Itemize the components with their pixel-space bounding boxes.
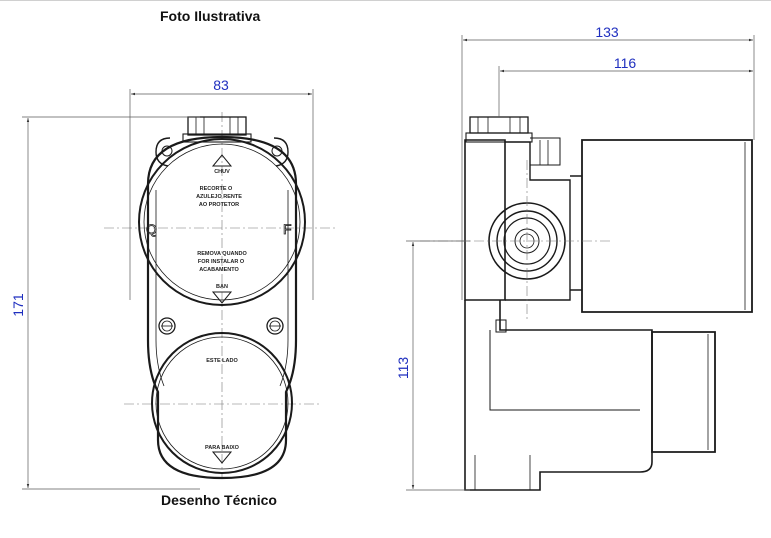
lower-cap-bottom-label: PARA BAIXO bbox=[205, 445, 240, 451]
down-arrow-icon bbox=[211, 291, 233, 304]
up-arrow-icon bbox=[211, 154, 233, 167]
top-nut bbox=[182, 116, 252, 143]
side-body bbox=[464, 139, 506, 301]
front-width-value: 83 bbox=[213, 77, 229, 93]
front-height-dimension: 171 bbox=[10, 116, 200, 490]
right-screw bbox=[266, 317, 284, 335]
side-body-width-value: 116 bbox=[614, 55, 637, 71]
cap-text-line4: REMOVA QUANDO bbox=[197, 251, 247, 257]
side-total-width-dimension: 133 bbox=[461, 24, 755, 300]
side-upper-cartridge bbox=[581, 139, 753, 313]
side-lower-cartridge bbox=[651, 331, 716, 453]
cap-text-line3: AO PROTETOR bbox=[199, 202, 239, 208]
cap-text-line2: AZULEJO RENTE bbox=[196, 194, 242, 200]
side-body-width-dimension: 116 bbox=[498, 55, 753, 117]
lower-cap-top-label: ESTE LADO bbox=[206, 358, 238, 364]
side-total-width-value: 133 bbox=[595, 24, 619, 40]
cold-side-letter: F bbox=[283, 221, 292, 237]
lower-cap bbox=[151, 332, 293, 474]
front-body-outline bbox=[146, 135, 298, 480]
cap-text-line5: FOR INSTALAR O bbox=[198, 259, 245, 265]
cap-top-arrow-label: CHUV bbox=[214, 169, 230, 175]
hot-side-letter: Q bbox=[146, 221, 157, 237]
side-height-value: 113 bbox=[395, 357, 411, 380]
technical-drawing-caption: Desenho Técnico bbox=[161, 492, 277, 508]
cap-bottom-arrow-label: BAN bbox=[216, 284, 228, 290]
front-width-dimension: 83 bbox=[129, 77, 314, 300]
illustrative-photo-caption: Foto Ilustrativa bbox=[160, 8, 261, 24]
front-height-value: 171 bbox=[10, 293, 26, 317]
cap-text-line1: RECORTE O bbox=[200, 186, 233, 192]
left-screw bbox=[158, 317, 176, 335]
front-view: CHUV RECORTE O AZULEJO RENTE AO PROTETOR… bbox=[104, 112, 338, 480]
top-border-line bbox=[0, 0, 771, 1]
cap-text-line6: ACABAMENTO bbox=[199, 267, 239, 273]
side-view bbox=[464, 116, 753, 491]
upper-cap bbox=[138, 138, 306, 306]
lower-down-arrow-icon bbox=[211, 451, 233, 464]
side-height-dimension: 113 bbox=[395, 240, 470, 491]
